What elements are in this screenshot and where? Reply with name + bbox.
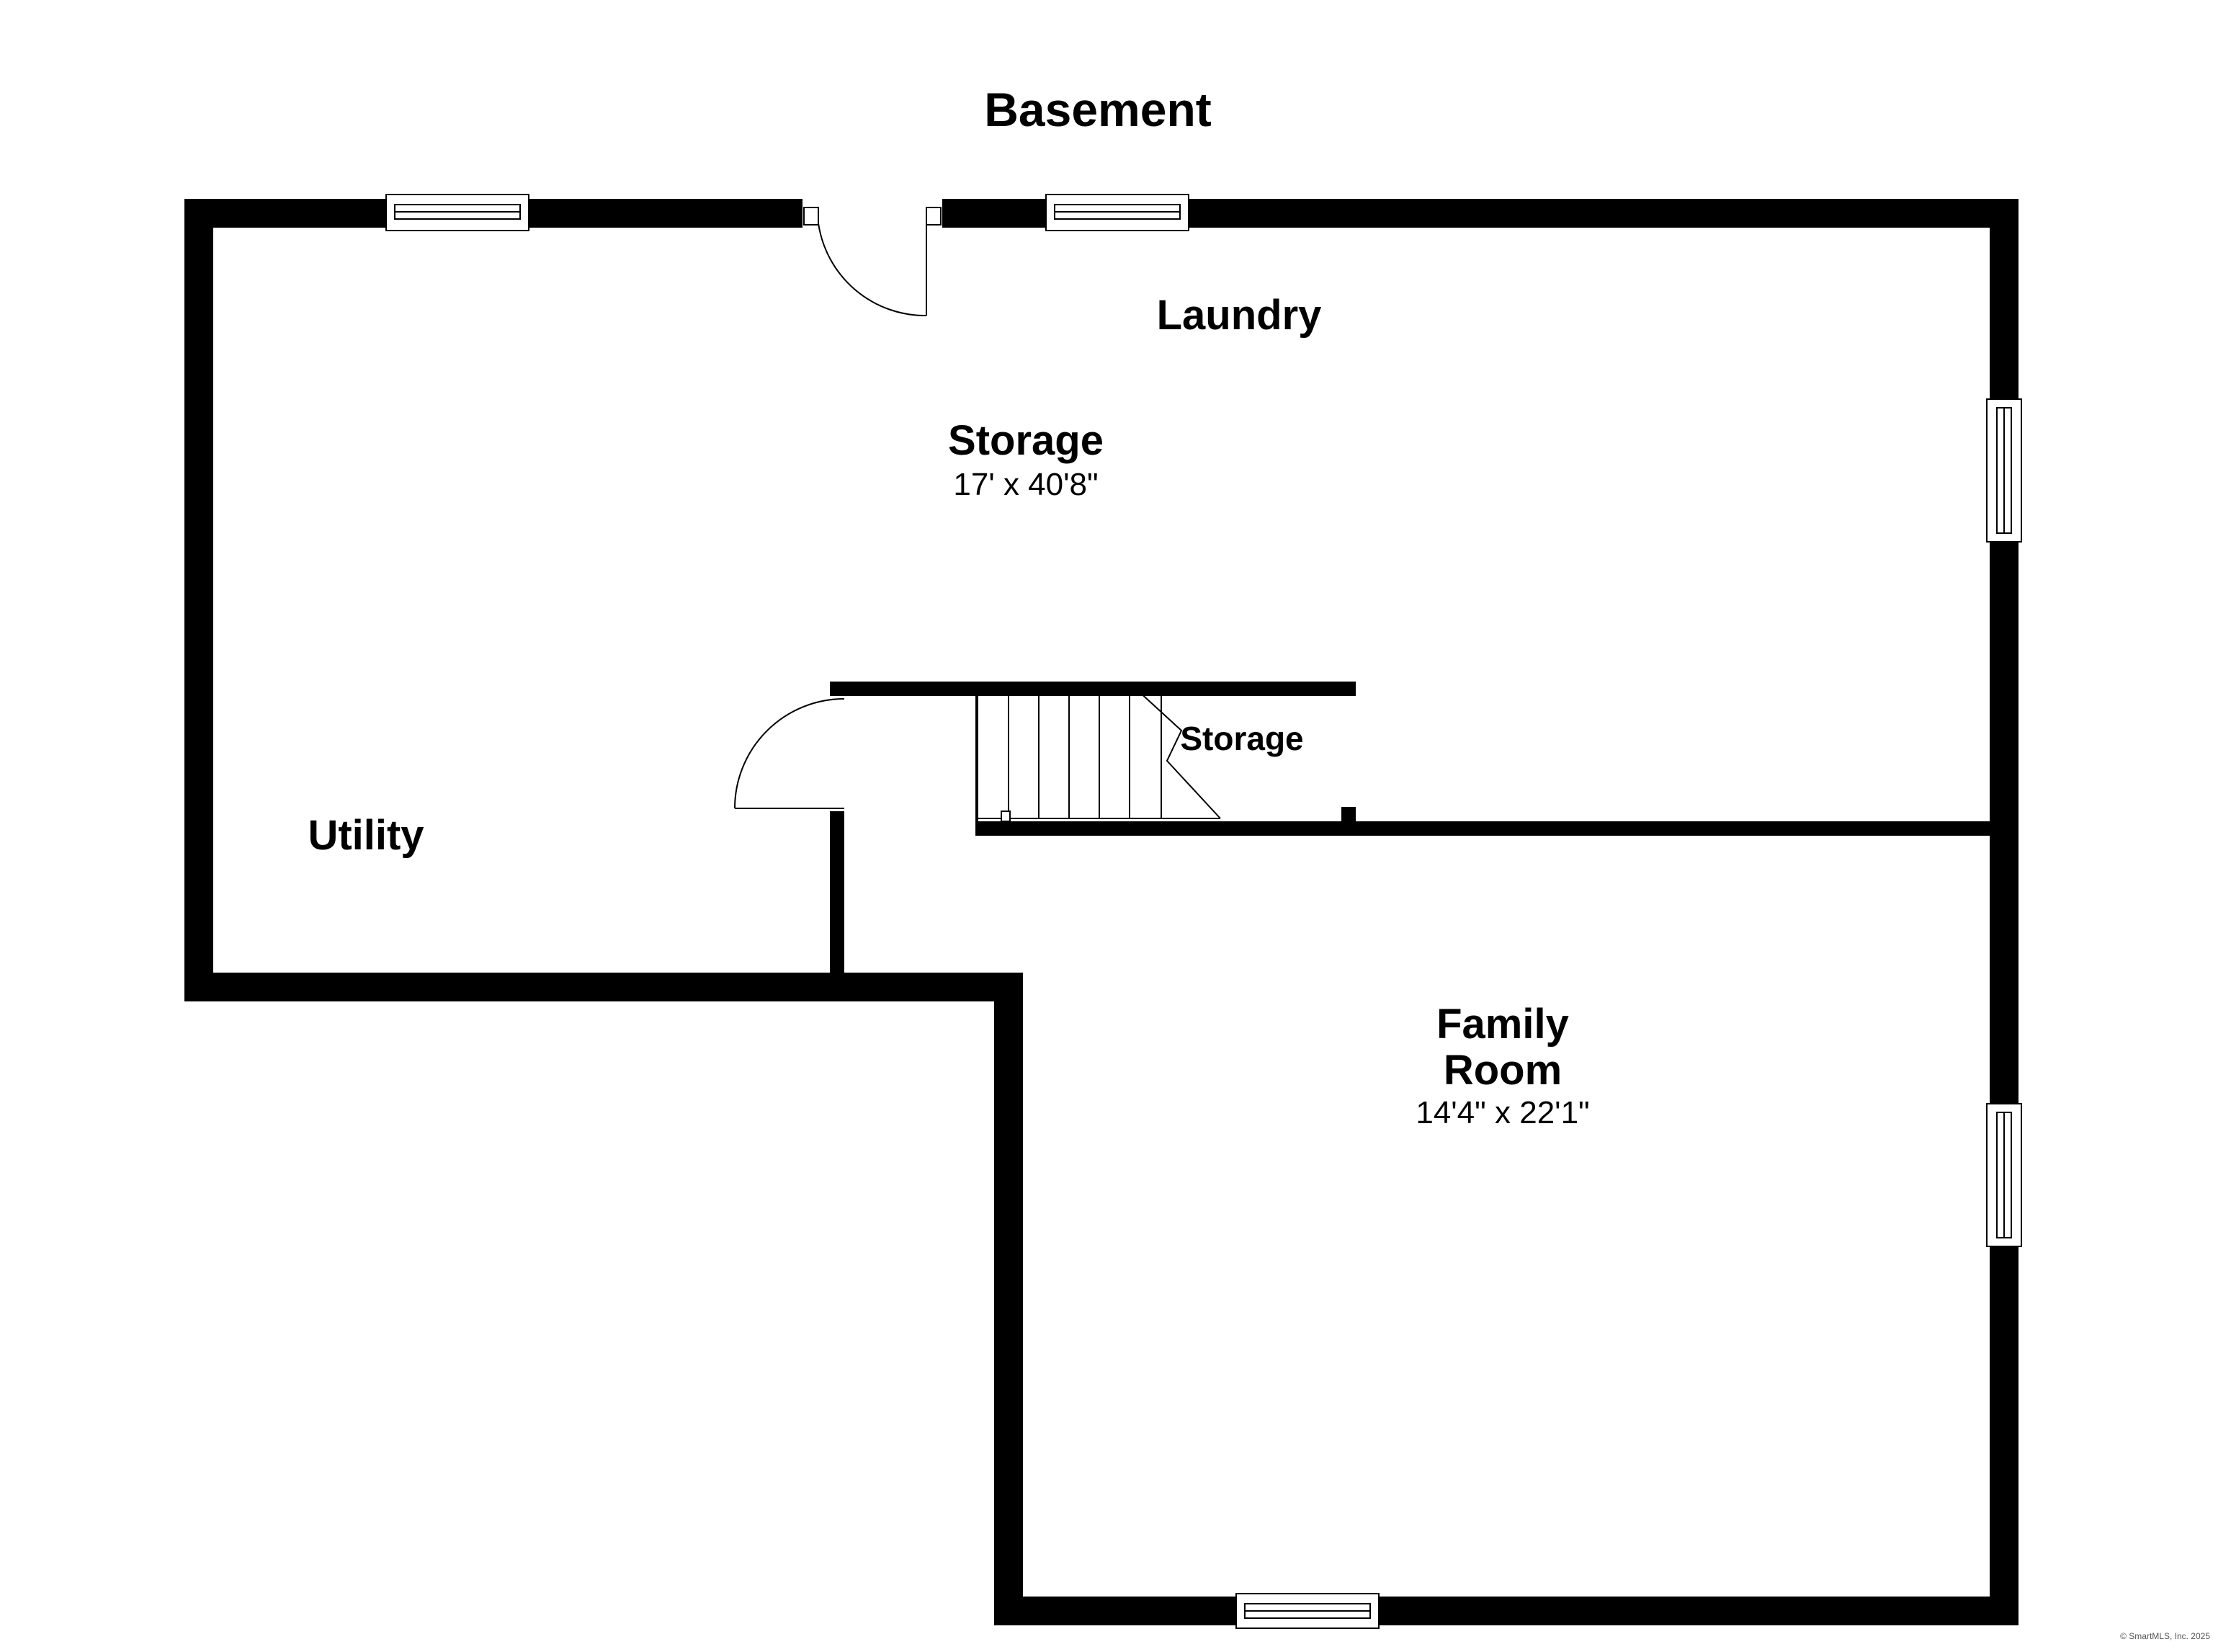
wall-utility-bottom (184, 973, 1023, 1001)
window-right-upper (1986, 398, 2022, 543)
wall-family-left (994, 973, 1023, 1625)
room-dims-storage-main: 17' x 40'8" (953, 467, 1099, 502)
window-top-left (385, 194, 529, 231)
room-name-family-line2: Room (1443, 1047, 1562, 1094)
door-main (803, 207, 942, 317)
wall-stub (1341, 807, 1356, 829)
room-name-laundry: Laundry (1156, 292, 1322, 339)
floor-title: Basement (984, 83, 1212, 136)
room-dims-family: 14'4" x 22'1" (1416, 1095, 1590, 1130)
wall-utility-partition (830, 811, 844, 973)
wall-bottom (994, 1597, 2018, 1625)
window-right-lower (1986, 1103, 2022, 1247)
room-name-storage-main: Storage (948, 417, 1104, 464)
room-name-storage-small: Storage (1180, 720, 1304, 757)
copyright-notice: © SmartMLS, Inc. 2025 (2120, 1631, 2210, 1641)
windows (385, 194, 2022, 1629)
room-name-family-line1: Family (1436, 1001, 1569, 1048)
room-name-utility: Utility (308, 812, 424, 859)
walls (184, 199, 2018, 1625)
wall-left (184, 199, 213, 1001)
stairs (976, 682, 1221, 822)
door-utility (734, 698, 845, 809)
window-top-right (1045, 194, 1189, 231)
wall-interior-upper (830, 682, 1356, 696)
wall-interior-lower (975, 821, 2001, 836)
window-bottom (1235, 1593, 1380, 1629)
